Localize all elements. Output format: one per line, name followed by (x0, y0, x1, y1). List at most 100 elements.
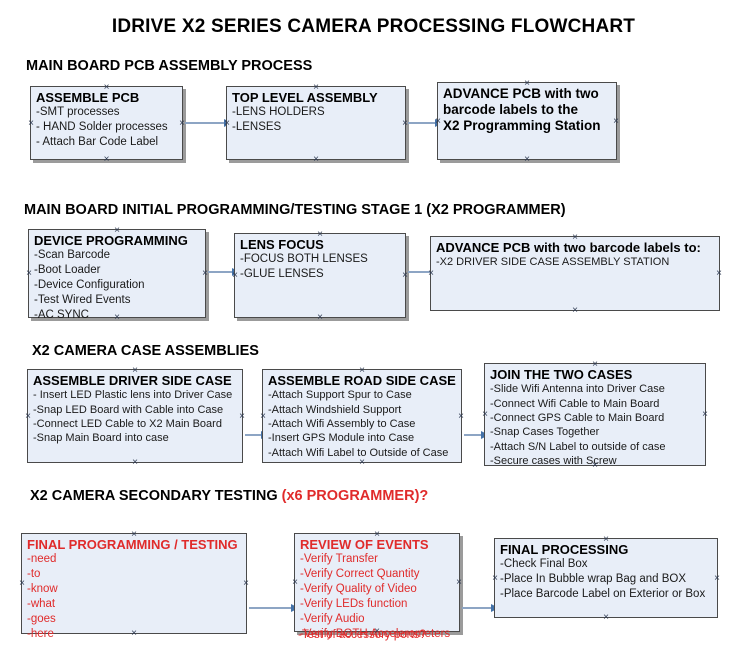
section-heading-4-accent: (x6 PROGRAMMER)? (281, 488, 429, 504)
node-line: -Secure cases with Screw (490, 454, 617, 467)
node-top-level-assembly[interactable]: TOP LEVEL ASSEMBLY -LENS HOLDERS -LENSES (226, 86, 406, 160)
node-line: -Check Final Box (500, 558, 588, 571)
node-title: FINAL PROGRAMMING / TESTING (27, 537, 238, 552)
node-title: ASSEMBLE PCB (36, 90, 140, 105)
section-heading-1: MAIN BOARD PCB ASSEMBLY PROCESS (26, 58, 313, 74)
node-line: -LENS HOLDERS (232, 106, 325, 119)
node-line: -Verify BOTH Accelerometers (300, 628, 451, 641)
node-line: -Attach Wifi Assembly to Case (268, 417, 416, 430)
node-line: -Device Configuration (34, 279, 145, 292)
node-body: JOIN THE TWO CASES -Slide Wifi Antenna i… (485, 364, 705, 470)
node-line: -Verify Correct Quantity (300, 568, 420, 581)
section-heading-4: X2 CAMERA SECONDARY TESTING (x6 PROGRAMM… (30, 488, 428, 504)
node-line: -Connect GPS Cable to Main Board (490, 411, 665, 424)
connection-handle-bottom[interactable] (523, 155, 532, 164)
node-line: -Attach S/N Label to outside of case (490, 440, 666, 453)
connector-driverside-to-roadside (245, 430, 269, 439)
node-title: ADVANCE PCB with two (443, 86, 599, 101)
node-line: -Attach Windshield Support (268, 403, 402, 416)
node-line: -know (27, 583, 58, 596)
connector-lensfocus-to-advance (408, 267, 439, 276)
node-body: REVIEW OF EVENTS -Verify Transfer -Verif… (295, 534, 459, 644)
node-body: ASSEMBLE ROAD SIDE CASE -Attach Support … (263, 370, 461, 462)
connector-toplevel-to-advance (408, 118, 443, 127)
node-line: -SMT processes (36, 106, 120, 119)
node-body: ASSEMBLE DRIVER SIDE CASE - Insert LED P… (28, 370, 242, 448)
connection-handle-bottom[interactable] (131, 458, 140, 467)
node-line: -AC SYNC (34, 309, 89, 322)
node-title-line2: barcode labels to the (443, 101, 579, 117)
section-heading-3: X2 CAMERA CASE ASSEMBLIES (32, 343, 259, 359)
node-title-line3: X2 Programming Station (443, 117, 601, 133)
node-line: -Attach Wifi Label to Outside of Case (268, 446, 449, 459)
node-line: -GLUE LENSES (240, 268, 324, 281)
node-assemble-pcb[interactable]: ASSEMBLE PCB -SMT processes - HAND Solde… (30, 86, 183, 160)
node-line: -X2 DRIVER SIDE CASE ASSEMBLY STATION (436, 256, 670, 269)
node-assemble-driver-side-case[interactable]: ASSEMBLE DRIVER SIDE CASE - Insert LED P… (27, 369, 243, 463)
node-final-processing[interactable]: FINAL PROCESSING -Check Final Box -Place… (494, 538, 718, 618)
node-line: -FOCUS BOTH LENSES (240, 253, 368, 266)
node-line: -to (27, 568, 41, 581)
node-line: -Snap Main Board into case (33, 432, 169, 445)
node-line: -LENSES (232, 121, 282, 134)
node-line: -Insert GPS Module into Case (268, 432, 415, 445)
node-line: -what (27, 598, 56, 611)
node-line: -Connect Wifi Cable to Main Board (490, 397, 660, 410)
node-advance-pcb-programming-station[interactable]: ADVANCE PCB with two barcode labels to t… (437, 82, 617, 160)
node-title: ADVANCE PCB with two barcode labels to: (436, 240, 701, 255)
node-line: - Attach Bar Code Label (36, 136, 159, 149)
node-line: -Scan Barcode (34, 249, 111, 262)
node-line: -here (27, 628, 54, 641)
node-join-the-two-cases[interactable]: JOIN THE TWO CASES -Slide Wifi Antenna i… (484, 363, 706, 467)
node-line: -Snap LED Board with Cable into Case (33, 403, 224, 416)
node-title: DEVICE PROGRAMMING (34, 233, 188, 248)
connection-handle-bottom[interactable] (571, 306, 580, 315)
node-lens-focus[interactable]: LENS FOCUS -FOCUS BOTH LENSES -GLUE LENS… (234, 233, 406, 318)
section-heading-2: MAIN BOARD INITIAL PROGRAMMING/TESTING S… (24, 202, 566, 218)
node-line: - Insert LED Plastic lens into Driver Ca… (33, 389, 233, 402)
node-line: - HAND Solder processes (36, 121, 168, 134)
node-title: REVIEW OF EVENTS (300, 537, 429, 552)
connector-device-to-lensfocus (208, 267, 240, 276)
node-line: -Place In Bubble wrap Bag and BOX (500, 573, 687, 586)
node-title: FINAL PROCESSING (500, 542, 629, 557)
node-line: -Verify Transfer (300, 553, 378, 566)
connector-roadside-to-join (464, 430, 489, 439)
node-line: -Boot Loader (34, 264, 101, 277)
node-line: -Snap Cases Together (490, 426, 600, 439)
connection-handle-bottom[interactable] (312, 155, 321, 164)
node-line: -Verify Quality of Video (300, 583, 417, 596)
connection-handle-bottom[interactable] (316, 313, 325, 322)
node-device-programming[interactable]: DEVICE PROGRAMMING -Scan Barcode -Boot L… (28, 229, 206, 321)
node-line: -Slide Wifi Antenna into Driver Case (490, 383, 665, 396)
node-body: LENS FOCUS -FOCUS BOTH LENSES -GLUE LENS… (235, 234, 405, 284)
node-line: -need (27, 553, 57, 566)
node-advance-pcb-driver-side[interactable]: ADVANCE PCB with two barcode labels to: … (430, 236, 720, 311)
node-title: LENS FOCUS (240, 237, 324, 252)
node-line: -Test Wired Events (34, 294, 131, 307)
connection-handle-bottom[interactable] (102, 155, 111, 164)
node-line: -goes (27, 613, 56, 626)
page-title: IDRIVE X2 SERIES CAMERA PROCESSING FLOWC… (111, 16, 636, 37)
node-body: ADVANCE PCB with two barcode labels to t… (438, 83, 616, 136)
node-title: TOP LEVEL ASSEMBLY (232, 90, 378, 105)
node-body: FINAL PROCESSING -Check Final Box -Place… (495, 539, 717, 604)
node-line: -Connect LED Cable to X2 Main Board (33, 417, 222, 430)
node-line: -Place Barcode Label on Exterior or Box (500, 588, 706, 601)
connector-review-to-finalprocessing (462, 603, 499, 612)
node-body: FINAL PROGRAMMING / TESTING -need -to -k… (22, 534, 246, 644)
node-body: TOP LEVEL ASSEMBLY -LENS HOLDERS -LENSES (227, 87, 405, 137)
node-line: -Attach Support Spur to Case (268, 389, 412, 402)
node-title: JOIN THE TWO CASES (490, 367, 633, 382)
node-body: ASSEMBLE PCB -SMT processes - HAND Solde… (31, 87, 182, 152)
node-line: -Verify Audio (300, 613, 365, 626)
node-title: ASSEMBLE DRIVER SIDE CASE (33, 373, 232, 388)
node-body: DEVICE PROGRAMMING -Scan Barcode -Boot L… (29, 230, 205, 325)
node-review-of-events[interactable]: REVIEW OF EVENTS -Verify Transfer -Verif… (294, 533, 460, 640)
node-assemble-road-side-case[interactable]: ASSEMBLE ROAD SIDE CASE -Attach Support … (262, 369, 462, 463)
connection-handle-bottom[interactable] (602, 613, 611, 622)
node-title: ASSEMBLE ROAD SIDE CASE (268, 373, 456, 388)
node-final-programming-testing[interactable]: FINAL PROGRAMMING / TESTING -need -to -k… (21, 533, 247, 640)
section-heading-4-text: X2 CAMERA SECONDARY TESTING (30, 488, 282, 504)
